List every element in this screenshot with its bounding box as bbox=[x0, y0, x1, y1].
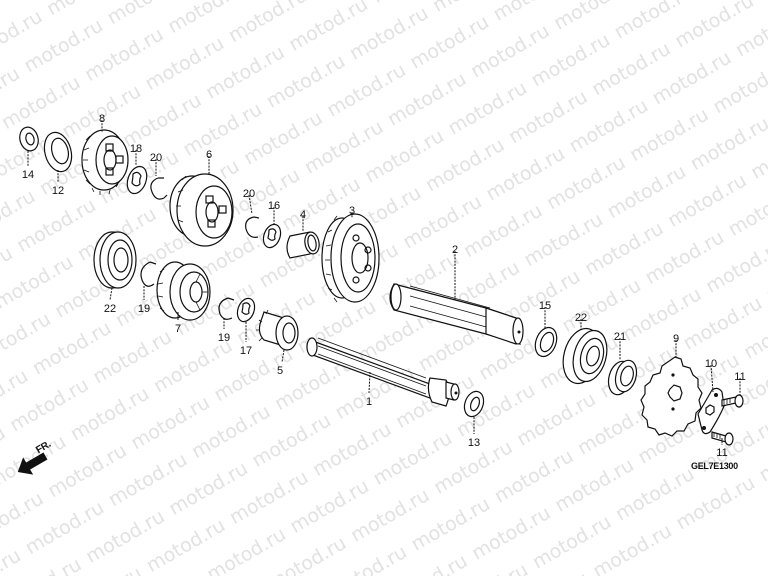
part-20-circlip[interactable] bbox=[150, 177, 168, 200]
part-16-spline-washer[interactable] bbox=[260, 222, 283, 250]
callout-12[interactable]: 12 bbox=[51, 185, 65, 197]
part-10-sprocket-fixing-plate[interactable] bbox=[697, 387, 725, 435]
callout-22a[interactable]: 22 bbox=[103, 303, 117, 315]
part-21-oil-seal[interactable] bbox=[605, 358, 640, 397]
part-14-thrust-washer[interactable] bbox=[17, 125, 41, 153]
part-12-thrust-washer[interactable] bbox=[40, 129, 75, 174]
callout-13[interactable]: 13 bbox=[467, 437, 481, 449]
part-3-countershaft-gear[interactable] bbox=[321, 213, 380, 303]
part-9-drive-sprocket[interactable] bbox=[640, 356, 703, 437]
callout-14[interactable]: 14 bbox=[21, 169, 35, 181]
callout-17[interactable]: 17 bbox=[239, 345, 253, 357]
part-15-thrust-washer[interactable] bbox=[531, 324, 560, 359]
part-2-countershaft[interactable] bbox=[389, 283, 524, 345]
callout-2[interactable]: 2 bbox=[451, 244, 459, 256]
callout-11a[interactable]: 11 bbox=[734, 371, 746, 383]
callout-4[interactable]: 4 bbox=[299, 209, 307, 221]
part-19-circlip[interactable] bbox=[140, 261, 157, 287]
callout-8[interactable]: 8 bbox=[98, 113, 106, 125]
part-19-circlip[interactable] bbox=[218, 297, 235, 320]
part-13-thrust-washer[interactable] bbox=[461, 389, 487, 420]
part-1-main-shaft[interactable] bbox=[306, 337, 460, 407]
callout-5[interactable]: 5 bbox=[276, 365, 284, 377]
callout-18[interactable]: 18 bbox=[129, 143, 143, 155]
callout-15[interactable]: 15 bbox=[538, 300, 552, 312]
callout-16[interactable]: 16 bbox=[267, 200, 281, 212]
part-7-gear[interactable] bbox=[156, 261, 211, 321]
callout-7[interactable]: 7 bbox=[174, 323, 182, 335]
callout-20a[interactable]: 20 bbox=[149, 152, 163, 164]
callout-6[interactable]: 6 bbox=[205, 149, 213, 161]
front-direction-arrow-icon bbox=[17, 452, 48, 475]
part-11-bolt[interactable] bbox=[721, 394, 744, 408]
part-6-gear[interactable] bbox=[169, 173, 234, 247]
part-18-spline-washer[interactable] bbox=[124, 164, 150, 196]
callout-19b[interactable]: 19 bbox=[217, 332, 231, 344]
part-5-gear[interactable] bbox=[256, 309, 299, 351]
callout-21[interactable]: 21 bbox=[613, 331, 627, 343]
part-8-gear[interactable] bbox=[81, 129, 129, 195]
callout-11b[interactable]: 11 bbox=[716, 447, 728, 459]
callout-10[interactable]: 10 bbox=[704, 358, 718, 370]
callout-22b[interactable]: 22 bbox=[574, 312, 588, 324]
part-20-circlip[interactable] bbox=[245, 216, 260, 238]
part-4-bushing[interactable] bbox=[286, 231, 321, 259]
part-22-ball-bearing[interactable] bbox=[557, 324, 612, 387]
callout-9[interactable]: 9 bbox=[672, 333, 680, 345]
part-17-spline-washer[interactable] bbox=[234, 296, 257, 324]
callout-20b[interactable]: 20 bbox=[242, 188, 256, 200]
drawing-code: GEL7E1300 bbox=[691, 461, 738, 471]
callout-19a[interactable]: 19 bbox=[137, 303, 151, 315]
part-22-ball-bearing[interactable] bbox=[93, 231, 137, 289]
callout-3[interactable]: 3 bbox=[348, 205, 356, 217]
callout-1[interactable]: 1 bbox=[365, 396, 373, 408]
